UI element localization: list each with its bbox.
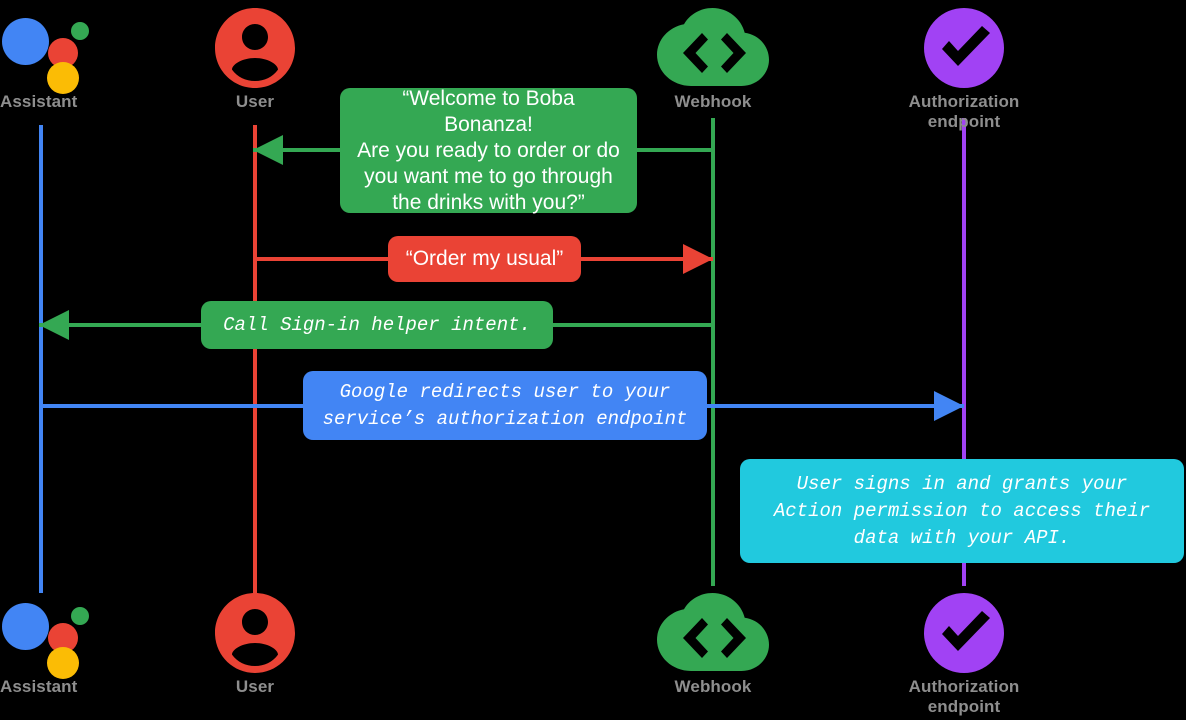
check-circle-icon xyxy=(924,8,1004,88)
lifeline-user xyxy=(253,125,257,593)
arrowhead-redirect-right xyxy=(934,391,964,421)
actor-label-auth-top: Authorization endpoint xyxy=(908,92,1020,131)
message-text-welcome: “Welcome to Boba Bonanza! Are you ready … xyxy=(357,86,620,214)
message-bubble-user-signs-in[interactable]: User signs in and grants your Action per… xyxy=(740,459,1184,563)
actor-label-auth-bottom: Authorization endpoint xyxy=(908,677,1020,716)
check-circle-icon xyxy=(924,593,1004,673)
cloud-code-icon xyxy=(657,593,769,673)
actor-auth-bottom[interactable]: Authorization endpoint xyxy=(874,593,1054,717)
message-bubble-welcome[interactable]: “Welcome to Boba Bonanza! Are you ready … xyxy=(340,86,637,214)
actor-label-assistant-bottom: Assistant xyxy=(0,677,78,696)
message-text-user-signs-in: User signs in and grants your Action per… xyxy=(773,472,1151,549)
actor-auth-top[interactable]: Authorization endpoint xyxy=(874,8,1054,132)
actor-webhook-top[interactable]: Webhook xyxy=(657,8,769,112)
actor-user-top[interactable]: User xyxy=(215,8,295,112)
arrowhead-order-right xyxy=(683,244,713,274)
actor-assistant-bottom[interactable]: Assistant xyxy=(0,593,89,697)
actor-label-user-top: User xyxy=(235,92,275,111)
actor-user-bottom[interactable]: User xyxy=(215,593,295,697)
google-assistant-dots-icon xyxy=(0,8,89,94)
actor-label-user-bottom: User xyxy=(235,677,275,696)
arrowhead-signin-helper-left xyxy=(39,310,69,340)
message-text-redirect: Google redirects user to your service’s … xyxy=(322,380,688,430)
message-text-signin-helper: Call Sign-in helper intent. xyxy=(223,313,531,336)
arrowhead-welcome-left xyxy=(253,135,283,165)
user-avatar-icon xyxy=(215,593,295,673)
message-bubble-order[interactable]: “Order my usual” xyxy=(388,236,581,282)
message-text-order: “Order my usual” xyxy=(405,247,564,270)
google-assistant-dots-icon xyxy=(0,593,89,679)
lifeline-webhook xyxy=(711,118,715,586)
actor-label-assistant-top: Assistant xyxy=(0,92,78,111)
user-avatar-icon xyxy=(215,8,295,88)
message-bubble-redirect[interactable]: Google redirects user to your service’s … xyxy=(303,371,707,440)
cloud-code-icon xyxy=(657,8,769,88)
actor-label-webhook-bottom: Webhook xyxy=(674,677,752,696)
message-bubble-signin-helper[interactable]: Call Sign-in helper intent. xyxy=(201,301,553,349)
actor-label-webhook-top: Webhook xyxy=(674,92,752,111)
lifeline-auth xyxy=(962,118,966,586)
actor-webhook-bottom[interactable]: Webhook xyxy=(657,593,769,697)
lifeline-assistant xyxy=(39,125,43,593)
actor-assistant-top[interactable]: Assistant xyxy=(0,8,89,112)
